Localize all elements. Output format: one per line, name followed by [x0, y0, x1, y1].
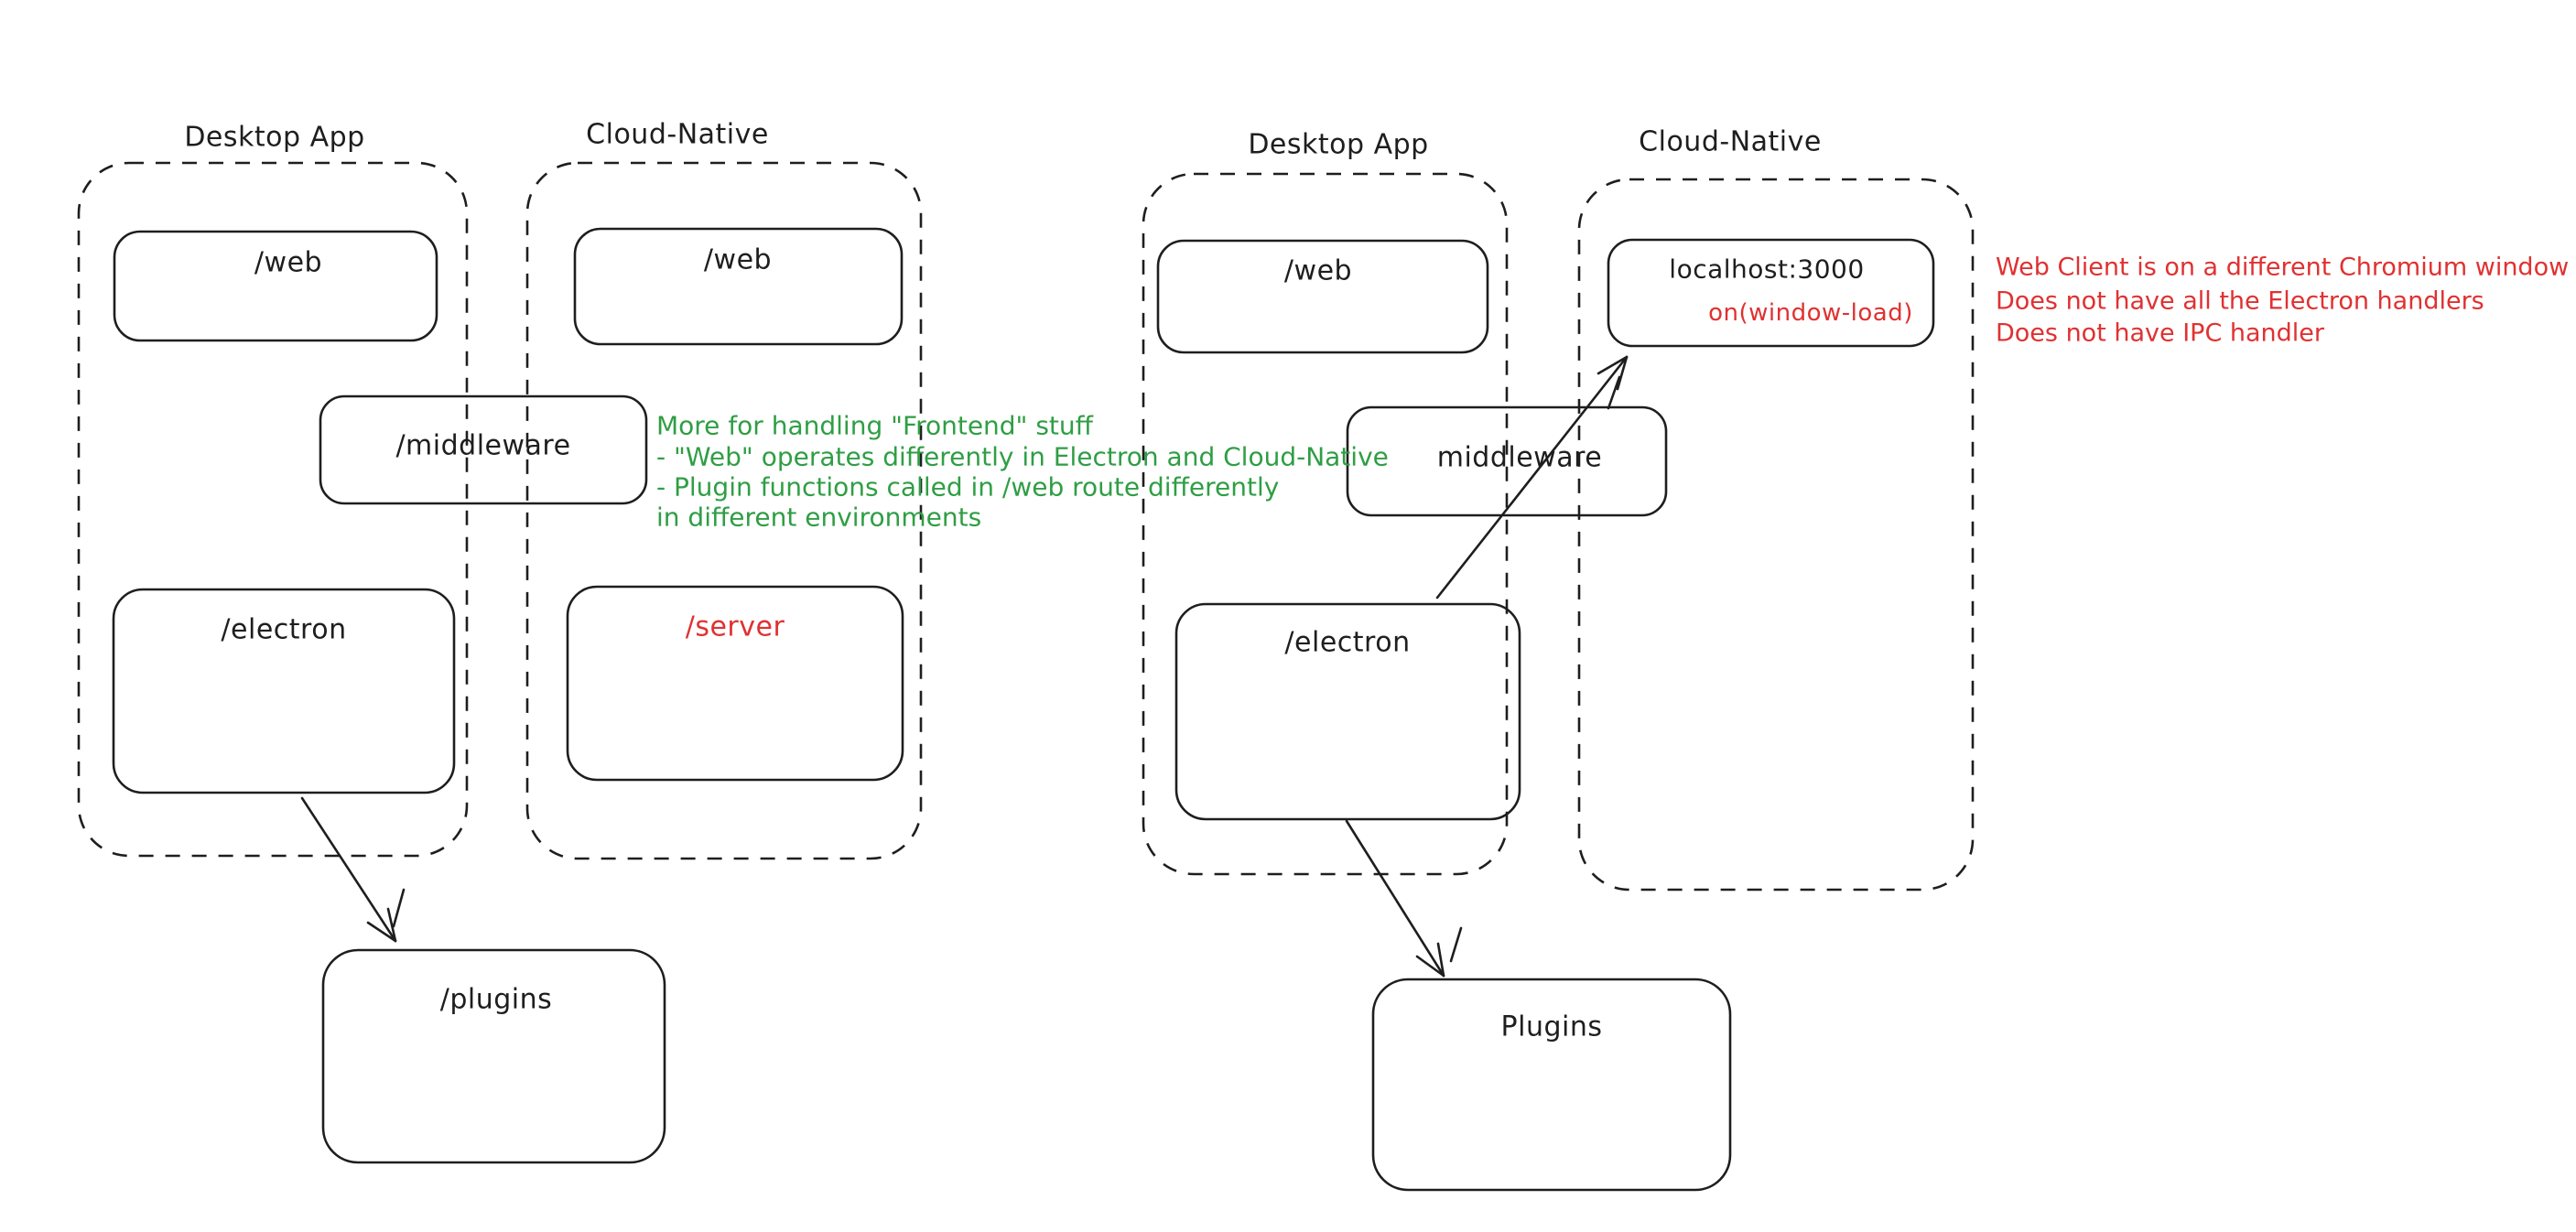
right-electron-box [1174, 602, 1521, 821]
red-note-line-3: Does not have IPC handler [1996, 319, 2325, 348]
right-desktop-app-title: Desktop App [1248, 128, 1429, 161]
left-middleware-box [319, 394, 648, 505]
right-plugins-label: Plugins [1500, 1010, 1603, 1043]
left-server-box [566, 585, 904, 782]
left-web-desktop-box [113, 230, 438, 342]
left-desktop-app-title: Desktop App [184, 121, 365, 154]
right-localhost-box [1607, 238, 1935, 348]
left-web-cloud-label: /web [703, 243, 773, 276]
left-desktop-app-container [77, 161, 469, 858]
left-cloud-native-title: Cloud-Native [586, 118, 769, 151]
arrow-right-electron-to-localhost [1435, 355, 1629, 600]
right-cloud-native-title: Cloud-Native [1639, 125, 1822, 158]
left-middleware-label: /middleware [395, 429, 571, 462]
left-web-cloud-box [573, 227, 904, 346]
red-note-line-2: Does not have all the Electron handlers [1996, 286, 2484, 316]
right-desktop-app-container [1142, 172, 1509, 876]
left-electron-label: /electron [221, 613, 347, 646]
left-electron-box [112, 588, 456, 794]
left-server-label: /server [685, 611, 785, 643]
right-on-window-load-label: on(window-load) [1708, 299, 1913, 327]
right-plugins-box [1371, 978, 1732, 1192]
red-note-line-1: Web Client is on a different Chromium wi… [1996, 253, 2570, 282]
right-electron-label: /electron [1284, 626, 1411, 659]
right-middleware-box [1346, 405, 1668, 517]
arrow-right-electron-to-plugins [1345, 819, 1463, 978]
right-middleware-label: middleware [1436, 441, 1603, 474]
right-web-label: /web [1283, 254, 1353, 287]
left-plugins-box [321, 948, 666, 1164]
green-note-line-2: - "Web" operates differently in Electron… [656, 441, 1389, 472]
left-web-desktop-label: /web [254, 246, 323, 279]
green-note-line-3: - Plugin functions called in /web route … [656, 471, 1280, 503]
left-cloud-native-container [525, 161, 923, 860]
arrow-left-electron-to-plugins [300, 796, 406, 943]
green-note-line-1: More for handling "Frontend" stuff [656, 410, 1093, 441]
right-cloud-native-container [1577, 178, 1975, 892]
left-plugins-label: /plugins [439, 983, 553, 1016]
green-note-line-4: in different environments [656, 502, 982, 533]
right-localhost-label: localhost:3000 [1669, 254, 1865, 285]
right-web-box [1156, 239, 1489, 354]
